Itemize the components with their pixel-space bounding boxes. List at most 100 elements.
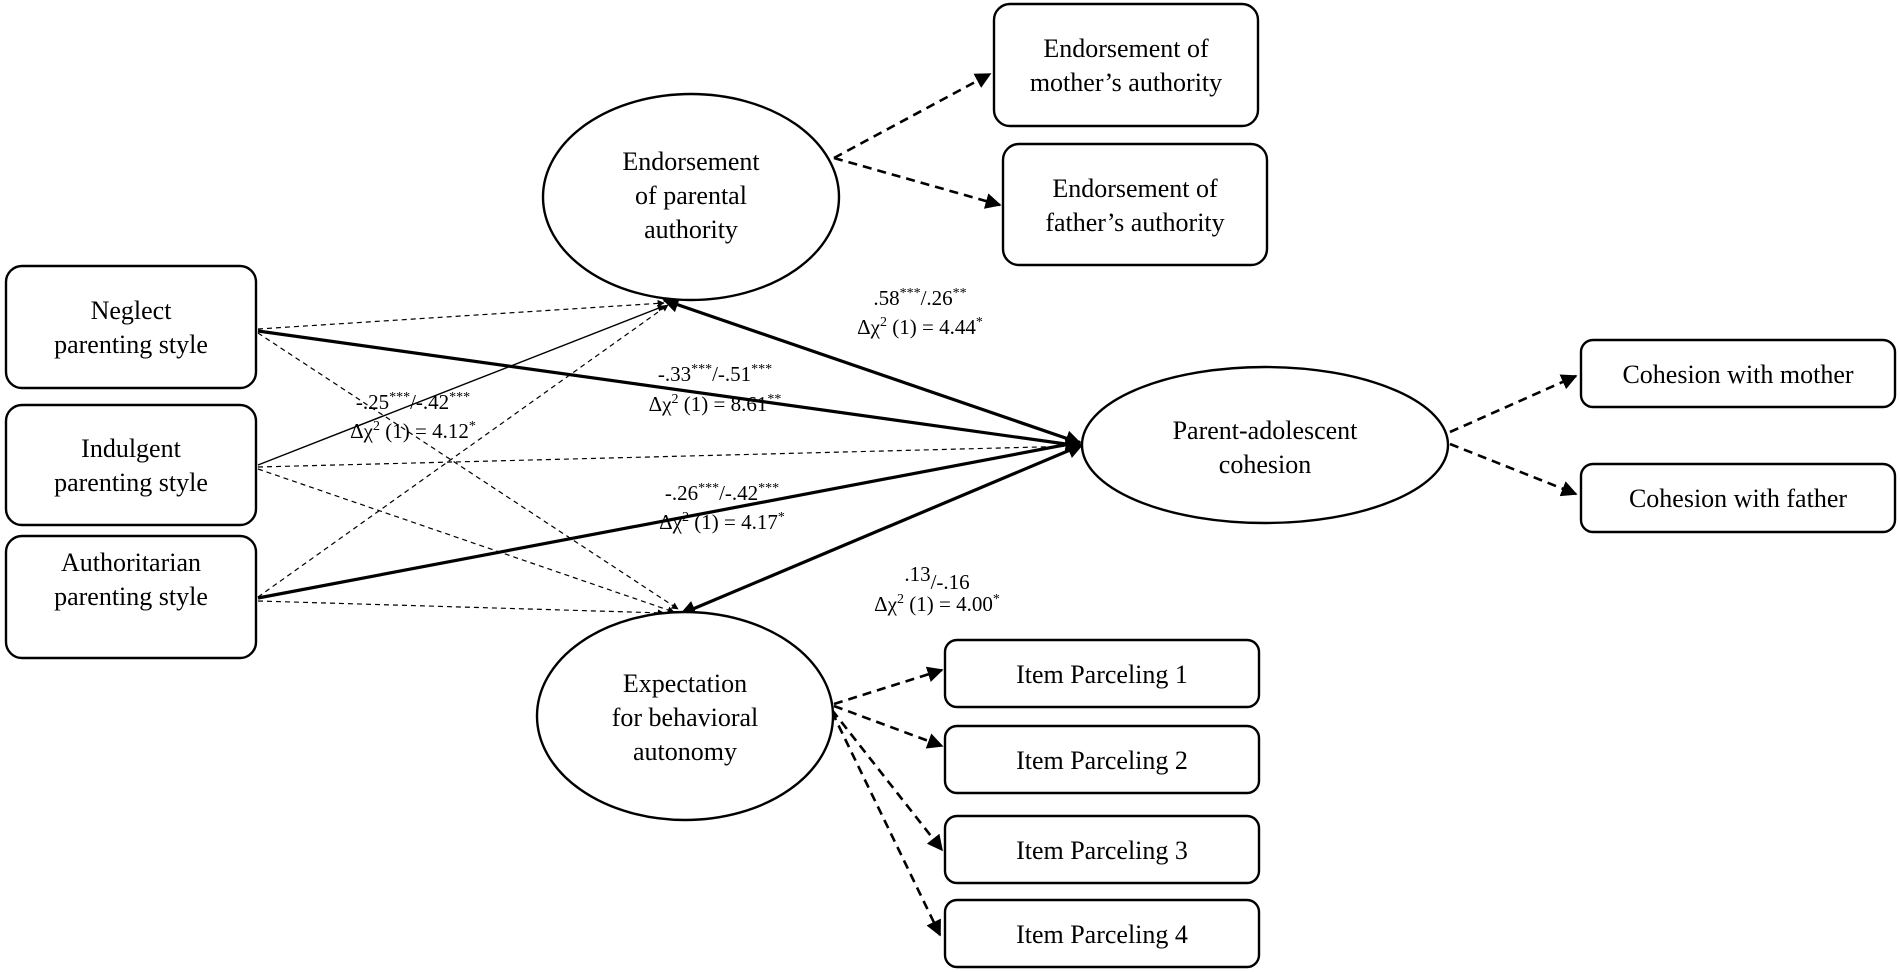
chi-square-line: Δχ2 (1) = 4.12*	[350, 419, 476, 443]
node-indulgent-line-1: Indulgent	[81, 434, 181, 463]
node-endorsement-father-line-2: father’s authority	[1045, 208, 1224, 237]
node-neglect-line-2: parenting style	[54, 330, 208, 359]
svg-text:autonomy: autonomy	[633, 737, 737, 766]
svg-text:parenting style: parenting style	[54, 468, 208, 497]
node-indulgent-line-2: parenting style	[54, 468, 208, 497]
svg-text:Item Parceling 4: Item Parceling 4	[1016, 920, 1188, 949]
chi-square-line: Δχ2 (1) = 4.17*	[659, 510, 785, 534]
coef-line: .13/-.16	[904, 562, 969, 594]
coef-line: -.26***/-.42***	[665, 481, 779, 505]
node-parcel-4-label: Item Parceling 4	[1016, 920, 1188, 949]
svg-text:Endorsement of: Endorsement of	[1052, 174, 1218, 203]
node-parcel-3: Item Parceling 3	[943, 814, 1261, 885]
svg-text:Item Parceling 2: Item Parceling 2	[1016, 746, 1188, 775]
nonsignificant-paths	[257, 299, 1079, 617]
label-authoritarian-to-cohesion: -.26***/-.42*** Δχ2 (1) = 4.17*	[659, 481, 785, 534]
indicator-parcel-2	[833, 704, 944, 749]
path-neglect-to-cohesion	[257, 329, 1082, 452]
node-parcel-4: Item Parceling 4	[943, 898, 1261, 969]
path-indulgent-to-endorsement	[257, 305, 665, 466]
path-authoritarian-to-expectation	[257, 600, 665, 617]
indicator-parcel-3	[830, 709, 944, 852]
svg-text:Neglect: Neglect	[91, 296, 173, 325]
svg-text:Item Parceling 3: Item Parceling 3	[1016, 836, 1188, 865]
node-endorsement-father: Endorsement of father’s authority	[1001, 142, 1269, 267]
chi-square-line: Δχ2 (1) = 4.00*	[874, 592, 1000, 616]
indicator-endorsement-father	[833, 156, 1002, 209]
indicator-cohesion-father	[1449, 442, 1578, 497]
node-indulgent: Indulgent parenting style	[4, 403, 258, 527]
svg-text:mother’s authority: mother’s authority	[1030, 68, 1222, 97]
path-neglect-to-endorsement	[257, 299, 665, 330]
path-expectation-cohesion	[679, 443, 1084, 616]
node-authoritarian: Authoritarian parenting style	[4, 534, 258, 660]
node-cohesion-line-2: cohesion	[1219, 450, 1311, 479]
svg-text:parenting style: parenting style	[54, 330, 208, 359]
indicator-parcel-4	[830, 711, 942, 937]
svg-text:Expectation: Expectation	[623, 669, 747, 698]
label-neglect-to-cohesion: -.33***/-.51*** Δχ2 (1) = 8.61**	[649, 362, 782, 416]
chi-square-line: Δχ2 (1) = 4.44*	[857, 315, 983, 339]
coef-line: -.33***/-.51***	[658, 362, 772, 386]
node-endorsement-parental-line-3: authority	[644, 215, 738, 244]
node-cohesion-line-1: Parent-adolescent	[1173, 416, 1359, 445]
node-endorsement-mother-line-2: mother’s authority	[1030, 68, 1222, 97]
node-endorsement-parental-line-1: Endorsement	[622, 147, 760, 176]
svg-text:Authoritarian: Authoritarian	[61, 548, 201, 577]
coef-line: -.25***/-.42***	[356, 390, 470, 414]
node-endorsement-parental-line-2: of parental	[635, 181, 747, 210]
label-expectation-to-cohesion: .13/-.16 Δχ2 (1) = 4.00*	[874, 562, 1000, 616]
node-neglect: Neglect parenting style	[4, 264, 258, 390]
label-neglect-to-expectation: -.25***/-.42*** Δχ2 (1) = 4.12*	[350, 390, 476, 443]
node-endorsement-mother-line-1: Endorsement of	[1043, 34, 1209, 63]
label-endorsement-to-cohesion: .58***/.26** Δχ2 (1) = 4.44*	[857, 286, 983, 339]
svg-text:Indulgent: Indulgent	[81, 434, 181, 463]
node-parcel-1: Item Parceling 1	[943, 638, 1261, 709]
node-authoritarian-line-1: Authoritarian	[61, 548, 201, 577]
svg-text:Cohesion with mother: Cohesion with mother	[1622, 360, 1853, 389]
node-expectation-autonomy-line-2: for behavioral	[612, 703, 759, 732]
node-expectation-autonomy-line-3: autonomy	[633, 737, 737, 766]
node-cohesion-father-label: Cohesion with father	[1629, 484, 1847, 513]
indicator-cohesion-mother	[1449, 374, 1578, 434]
node-parcel-1-label: Item Parceling 1	[1016, 660, 1188, 689]
svg-text:Cohesion with father: Cohesion with father	[1629, 484, 1847, 513]
svg-text:of parental: of parental	[635, 181, 747, 210]
coef-line: .58***/.26**	[873, 286, 966, 310]
node-cohesion-mother-label: Cohesion with mother	[1622, 360, 1853, 389]
node-neglect-line-1: Neglect	[91, 296, 173, 325]
indicator-parcel-1	[833, 666, 944, 706]
svg-text:Endorsement: Endorsement	[622, 147, 760, 176]
node-parcel-3-label: Item Parceling 3	[1016, 836, 1188, 865]
node-endorsement-mother: Endorsement of mother’s authority	[992, 2, 1260, 128]
svg-text:Endorsement of: Endorsement of	[1043, 34, 1209, 63]
node-authoritarian-line-2: parenting style	[54, 582, 208, 611]
node-cohesion-mother: Cohesion with mother	[1579, 338, 1897, 409]
node-expectation-autonomy: Expectation for behavioral autonomy	[535, 610, 835, 822]
indicator-endorsement-mother	[833, 72, 992, 160]
svg-text:father’s authority: father’s authority	[1045, 208, 1224, 237]
node-expectation-autonomy-line-1: Expectation	[623, 669, 747, 698]
node-endorsement-parental: Endorsement of parental authority	[541, 92, 841, 302]
thin-paths	[257, 305, 665, 466]
svg-text:parenting style: parenting style	[54, 582, 208, 611]
path-indulgent-to-cohesion	[257, 442, 1079, 468]
path-endorsement-cohesion	[662, 297, 1082, 446]
node-parcel-2: Item Parceling 2	[943, 724, 1261, 795]
svg-text:Parent-adolescent: Parent-adolescent	[1173, 416, 1359, 445]
svg-text:authority: authority	[644, 215, 738, 244]
chi-square-line: Δχ2 (1) = 8.61**	[649, 392, 782, 416]
path-indulgent-to-expectation	[257, 468, 675, 614]
indicator-paths	[830, 72, 1578, 937]
node-cohesion-father: Cohesion with father	[1579, 462, 1897, 534]
significant-paths	[257, 297, 1084, 616]
node-endorsement-father-line-1: Endorsement of	[1052, 174, 1218, 203]
svg-text:Item Parceling 1: Item Parceling 1	[1016, 660, 1188, 689]
node-parent-adolescent-cohesion: Parent-adolescent cohesion	[1080, 365, 1450, 525]
path-neglect-to-expectation	[257, 332, 679, 610]
node-parcel-2-label: Item Parceling 2	[1016, 746, 1188, 775]
svg-text:for behavioral: for behavioral	[612, 703, 759, 732]
path-authoritarian-to-endorsement	[257, 304, 669, 598]
svg-text:cohesion: cohesion	[1219, 450, 1311, 479]
